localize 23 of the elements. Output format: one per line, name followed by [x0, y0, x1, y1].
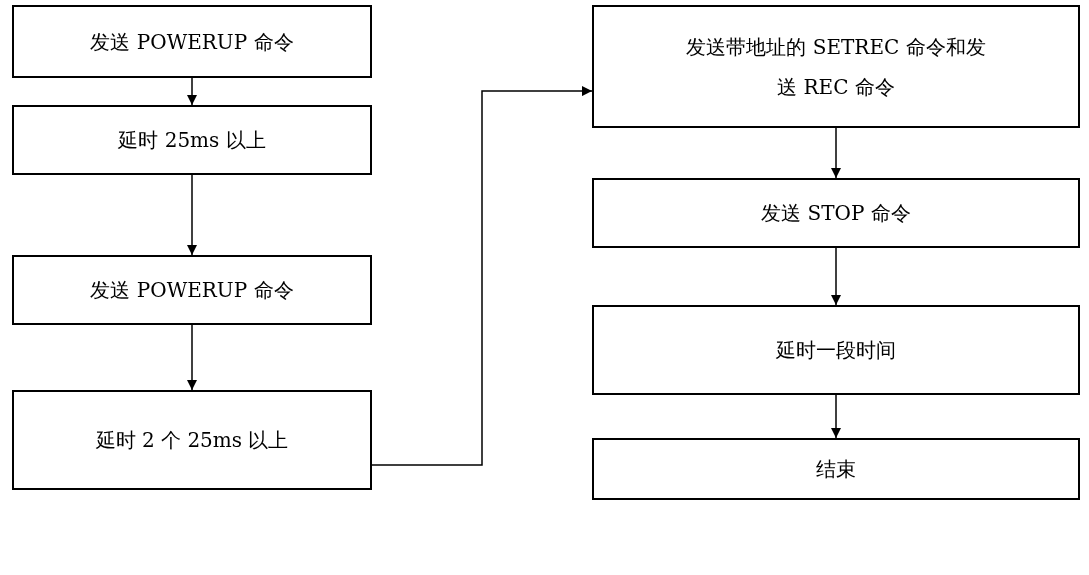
- step-text: 结束: [816, 456, 856, 483]
- arrow: [830, 247, 842, 306]
- process-box: [592, 5, 1080, 128]
- process-box: [592, 438, 1080, 500]
- step-text: 发送带地址的 SETREC 命令和发送 REC 命令: [686, 33, 986, 101]
- step-text: 延时一段时间: [776, 337, 896, 364]
- process-box: [592, 178, 1080, 248]
- process-box: [12, 255, 372, 325]
- process-box: [592, 305, 1080, 395]
- arrow: [186, 77, 198, 106]
- arrow: [830, 127, 842, 179]
- arrow: [186, 324, 198, 391]
- step-text: 发送 POWERUP 命令: [90, 277, 294, 304]
- step-text: 延时 2 个 25ms 以上: [95, 427, 289, 454]
- process-box: [12, 5, 372, 78]
- arrow: [830, 394, 842, 439]
- step-text: 发送 POWERUP 命令: [90, 28, 294, 56]
- process-box: [12, 390, 372, 490]
- step-text: 延时 25ms 以上: [118, 127, 266, 154]
- arrow: [371, 85, 593, 466]
- arrow: [186, 174, 198, 256]
- process-box: [12, 105, 372, 175]
- step-text: 发送 STOP 命令: [761, 200, 911, 227]
